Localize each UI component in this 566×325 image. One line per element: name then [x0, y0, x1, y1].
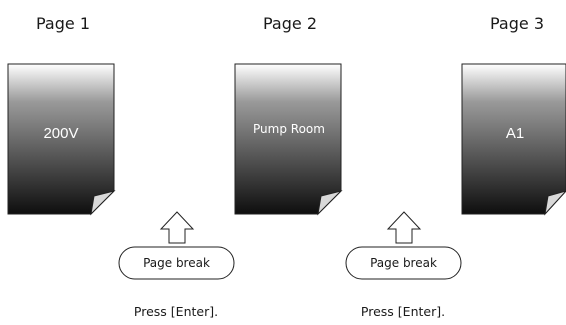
page-3-content: A1	[506, 125, 524, 142]
page-2-title: Page 2	[263, 14, 317, 33]
page-3-title: Page 3	[490, 14, 544, 33]
page-break-2-label: Page break	[370, 256, 437, 270]
up-arrow-icon	[386, 211, 422, 244]
page-1-sheet: 200V	[7, 63, 116, 216]
page-2-folded-corner	[317, 190, 343, 216]
page-3-sheet: A1	[461, 63, 566, 216]
page-break-1-instruction: Press [Enter].	[134, 304, 218, 319]
page-break-1-label: Page break	[143, 256, 210, 270]
page-break-2: Page break Press [Enter].	[345, 211, 462, 319]
page-1-title: Page 1	[36, 14, 90, 33]
page-break-2-bubble	[345, 246, 462, 280]
page-3-folded-corner	[544, 190, 566, 216]
page-1-content: 200V	[43, 125, 78, 142]
page-break-2-instruction: Press [Enter].	[361, 304, 445, 319]
page-2-content: Pump Room	[253, 122, 325, 136]
page-break-1-bubble	[118, 246, 235, 280]
page-break-1: Page break Press [Enter].	[118, 211, 235, 319]
up-arrow-icon	[159, 211, 195, 244]
page-1-folded-corner	[90, 190, 116, 216]
page-2-sheet: Pump Room	[234, 63, 343, 216]
